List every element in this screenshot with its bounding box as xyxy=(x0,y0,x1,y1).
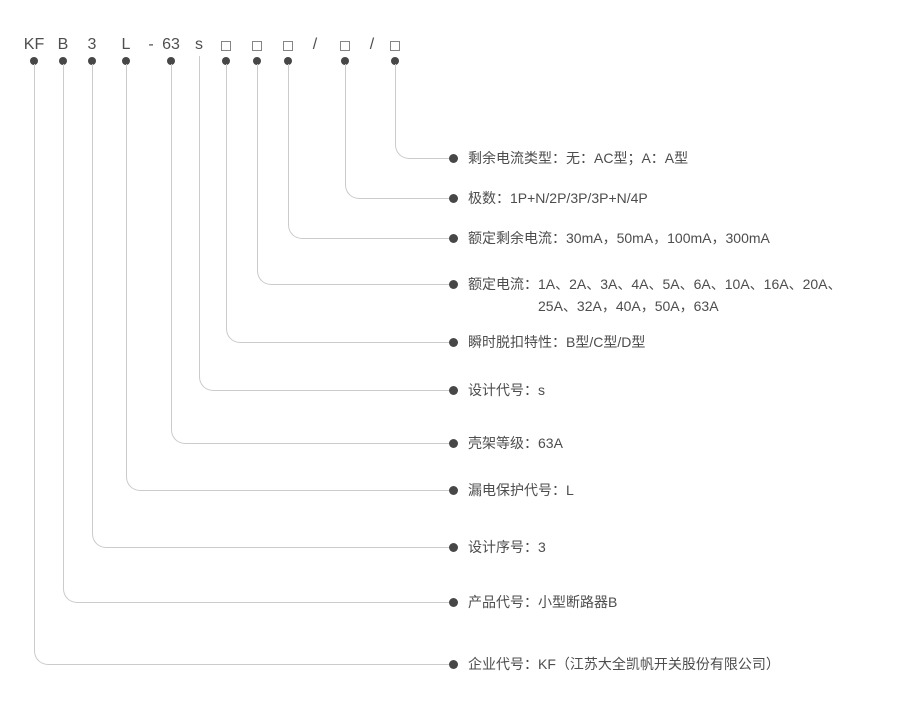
connector-line xyxy=(34,64,449,665)
legend-item-company-code: 企业代号：KF（江苏大全凯帆开关股份有限公司） xyxy=(449,653,780,675)
code-segment-3: 3 xyxy=(87,36,97,53)
legend-item-product-code: 产品代号：小型断路器B xyxy=(449,591,617,613)
legend-item-rated-residual-current: 额定剩余电流：30mA，50mA，100mA，300mA xyxy=(449,227,770,249)
code-segment-63: 63 xyxy=(162,36,180,53)
connector-line xyxy=(395,64,449,159)
connector-dot xyxy=(222,57,230,65)
connector-line xyxy=(345,64,449,199)
legend-item-frame-rating: 壳架等级：63A xyxy=(449,432,563,454)
connector-dot xyxy=(59,57,67,65)
legend-label: 设计代号：s xyxy=(468,382,545,398)
legend-item-poles: 极数：1P+N/2P/3P/3P+N/4P xyxy=(449,187,648,209)
legend-label: 产品代号：小型断路器B xyxy=(468,594,618,610)
connector-dot xyxy=(253,57,261,65)
legend-label: 极数：1P+N/2P/3P/3P+N/4P xyxy=(468,190,648,206)
code-segment-s: s xyxy=(195,36,203,53)
code-placeholder-box-icon xyxy=(340,41,350,51)
legend-item-rated-current: 额定电流：1A、2A、3A、4A、5A、6A、10A、16A、20A、 25A、… xyxy=(449,273,841,317)
code-separator-slash: / xyxy=(369,36,375,53)
connector-line xyxy=(288,64,449,239)
bullet-icon xyxy=(449,386,458,395)
bullet-icon xyxy=(449,439,458,448)
connector-line xyxy=(199,56,449,391)
code-placeholder-box-icon xyxy=(390,41,400,51)
connector-dot xyxy=(341,57,349,65)
code-segment-kf: KF xyxy=(23,36,45,53)
code-placeholder-box-icon xyxy=(283,41,293,51)
legend-item-design-code: 设计代号：s xyxy=(449,379,545,401)
legend-label: 企业代号：KF（江苏大全凯帆开关股份有限公司） xyxy=(468,656,780,672)
connector-line xyxy=(171,64,449,444)
legend-item-leakage-protection-code: 漏电保护代号：L xyxy=(449,479,574,501)
legend-label-line2: 25A、32A，40A，50A，63A xyxy=(538,298,719,314)
legend-label: 额定剩余电流：30mA，50mA，100mA，300mA xyxy=(468,230,770,246)
legend-label: 额定电流：1A、2A、3A、4A、5A、6A、10A、16A、20A、 25A、… xyxy=(468,273,841,317)
legend-item-residual-current-type: 剩余电流类型：无：AC型；A：A型 xyxy=(449,147,688,169)
bullet-icon xyxy=(449,543,458,552)
connector-line xyxy=(126,64,449,491)
bullet-icon xyxy=(449,598,458,607)
connector-dot xyxy=(122,57,130,65)
legend-item-instantaneous-tripping: 瞬时脱扣特性：B型/C型/D型 xyxy=(449,331,645,353)
bullet-icon xyxy=(449,154,458,163)
legend-label: 壳架等级：63A xyxy=(468,435,563,451)
bullet-icon xyxy=(449,486,458,495)
code-placeholder-box-icon xyxy=(221,41,231,51)
legend-label: 漏电保护代号：L xyxy=(468,482,574,498)
legend-label-line1: 额定电流：1A、2A、3A、4A、5A、6A、10A、16A、20A、 xyxy=(468,276,842,292)
code-segment-b: B xyxy=(57,36,69,53)
connector-line xyxy=(63,64,449,603)
legend-item-design-serial: 设计序号：3 xyxy=(449,536,546,558)
connector-line xyxy=(226,64,449,343)
code-separator-dash: - xyxy=(148,36,154,53)
connector-line xyxy=(257,64,449,285)
connector-dot xyxy=(88,57,96,65)
connector-dot xyxy=(30,57,38,65)
connector-dot xyxy=(391,57,399,65)
bullet-icon xyxy=(449,338,458,347)
code-placeholder-box-icon xyxy=(252,41,262,51)
bullet-icon xyxy=(449,280,458,289)
bullet-icon xyxy=(449,660,458,669)
connector-line xyxy=(92,64,449,548)
code-segment-l: L xyxy=(121,36,131,53)
code-separator-slash: / xyxy=(312,36,318,53)
legend-label: 设计序号：3 xyxy=(468,539,546,555)
bullet-icon xyxy=(449,194,458,203)
bullet-icon xyxy=(449,234,458,243)
connector-dot xyxy=(284,57,292,65)
legend-label: 剩余电流类型：无：AC型；A：A型 xyxy=(468,150,689,166)
connector-dot xyxy=(167,57,175,65)
legend-label: 瞬时脱扣特性：B型/C型/D型 xyxy=(468,334,646,350)
